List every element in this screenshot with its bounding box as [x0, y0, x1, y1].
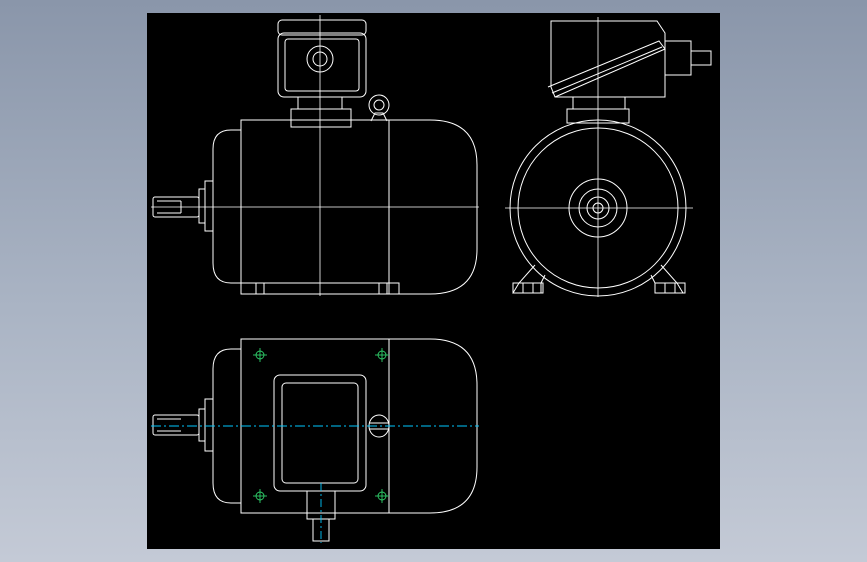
side-view [505, 17, 712, 297]
mounting-holes [253, 348, 389, 503]
lifting-eye [368, 94, 390, 122]
mounting-hole-bottom-right [375, 489, 389, 503]
motor-body-top [152, 338, 478, 542]
mounting-hole-top-left [253, 348, 267, 362]
mounting-hole-bottom-left [253, 489, 267, 503]
mounting-hole-top-right [375, 348, 389, 362]
cad-drawing-viewport[interactable] [147, 13, 720, 549]
front-view [151, 15, 479, 296]
top-view [151, 338, 479, 543]
side-terminal-box [547, 20, 712, 124]
terminal-box [277, 19, 367, 128]
